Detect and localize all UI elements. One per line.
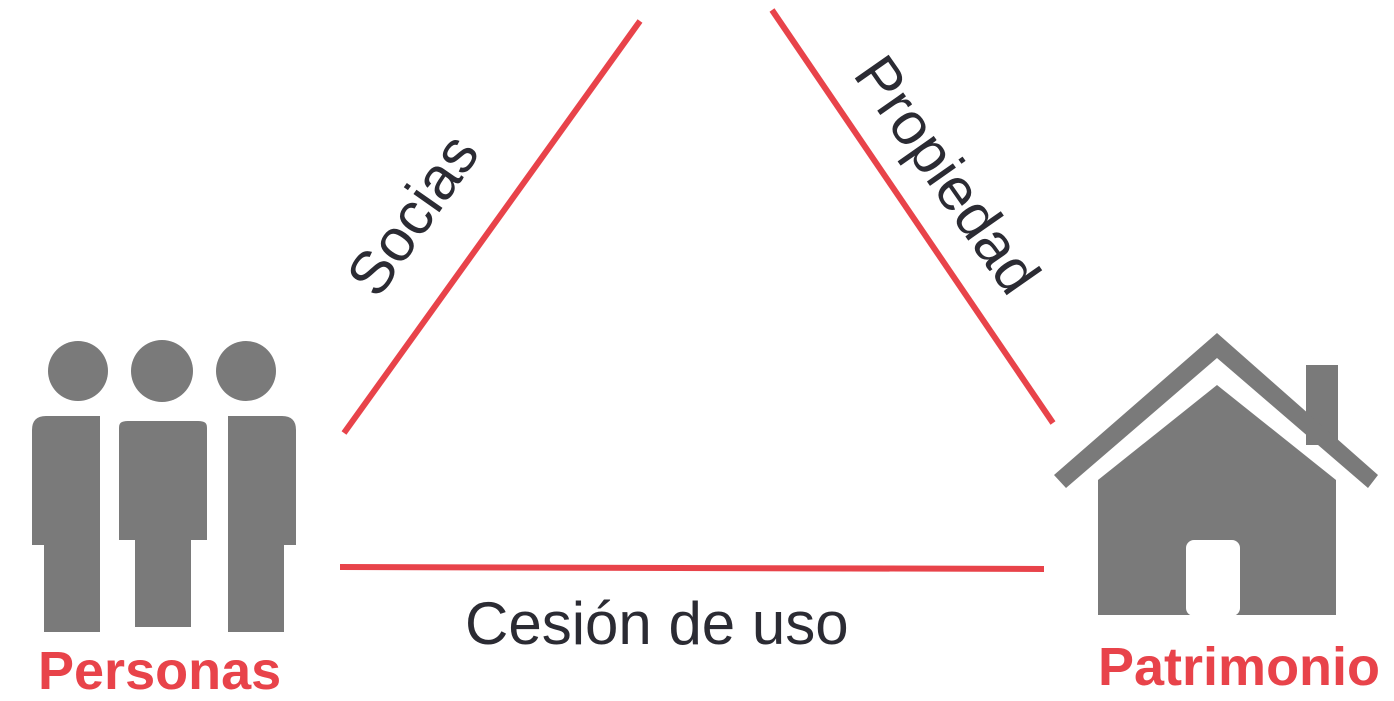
edge-line-cesion-de-uso <box>339 564 1045 572</box>
people-group-icon <box>32 340 296 637</box>
house-icon <box>1054 333 1378 616</box>
edge-label-cesion-de-uso: Cesión de uso <box>465 590 849 657</box>
edge-line-propiedad <box>769 8 1056 425</box>
node-label-personas: Personas <box>38 641 282 701</box>
edge-line-socias <box>341 19 643 435</box>
node-label-patrimonio: Patrimonio <box>1098 637 1381 697</box>
